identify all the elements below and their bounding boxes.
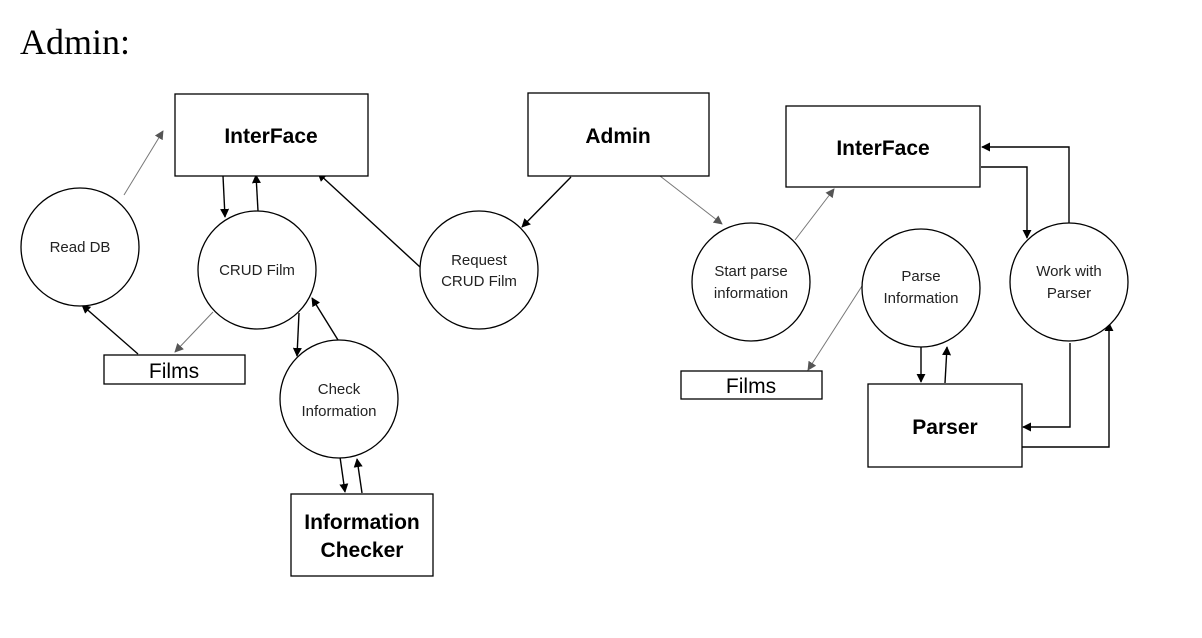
edges <box>81 130 1114 494</box>
node-label: Read DB <box>50 239 111 256</box>
node-label-line2: CRUD Film <box>441 273 517 290</box>
node-admin: Admin <box>527 92 710 177</box>
edge-check-to-checker <box>339 456 349 493</box>
node-interface-left: InterFace <box>174 93 369 177</box>
edge-crud-to-films <box>174 311 214 353</box>
edge-interface-to-workparser <box>981 166 1032 239</box>
node-label: InterFace <box>224 125 317 148</box>
node-label-line2: information <box>714 285 788 302</box>
edge-parse-to-films <box>807 285 863 371</box>
node-label-line2: Parser <box>1047 285 1091 302</box>
edge-workparser-to-parser <box>1022 343 1071 432</box>
node-check-information: Check Information <box>279 339 399 459</box>
edge-workparser-to-interface <box>981 142 1070 223</box>
node-label: CRUD Film <box>219 262 295 279</box>
node-label-line1: Check <box>318 381 361 398</box>
edge-admin-to-startparse <box>659 175 723 225</box>
node-label: Admin <box>585 125 650 148</box>
node-label-line1: Work with <box>1036 263 1102 280</box>
node-label-line2: Information <box>301 403 376 420</box>
edge-films-to-readdb <box>81 304 139 355</box>
store-films-left: Films <box>103 354 246 385</box>
node-read-db: Read DB <box>20 187 140 307</box>
store-films-right: Films <box>680 370 823 400</box>
edge-parser-to-parse <box>942 346 952 384</box>
node-parser: Parser <box>867 383 1023 468</box>
edge-request-to-interface <box>317 172 421 268</box>
edge-interface-to-crud <box>220 175 230 218</box>
page-title: Admin: <box>20 22 131 62</box>
node-information-checker: Information Checker <box>290 493 434 577</box>
node-crud-film: CRUD Film <box>197 210 317 330</box>
store-label: Films <box>726 375 776 398</box>
edge-startparse-to-interface <box>794 188 835 241</box>
node-label-line2: Checker <box>321 539 404 562</box>
edge-check-to-crud <box>311 297 339 341</box>
node-start-parse-information: Start parse information <box>691 222 811 342</box>
edge-crud-to-interface <box>251 174 261 212</box>
node-work-with-parser: Work with Parser <box>1009 222 1129 342</box>
node-label-line1: Request <box>451 252 508 269</box>
edge-checker-to-check <box>353 458 363 494</box>
store-label: Films <box>149 360 199 383</box>
node-parse-information: Parse Information <box>861 228 981 348</box>
node-request-crud-film: Request CRUD Film <box>419 210 539 330</box>
node-label-line2: Information <box>883 290 958 307</box>
node-label: Parser <box>912 416 977 439</box>
edge-readdb-to-interface <box>123 130 164 196</box>
node-label-line1: Start parse <box>714 263 787 280</box>
edge-parser-to-workparser <box>1022 322 1114 448</box>
node-interface-right: InterFace <box>785 105 981 188</box>
node-label-line1: Parse <box>901 268 940 285</box>
node-label: InterFace <box>836 137 929 160</box>
node-label-line1: Information <box>304 511 420 534</box>
edge-crud-to-check <box>292 312 302 357</box>
edge-admin-to-request <box>521 176 572 228</box>
